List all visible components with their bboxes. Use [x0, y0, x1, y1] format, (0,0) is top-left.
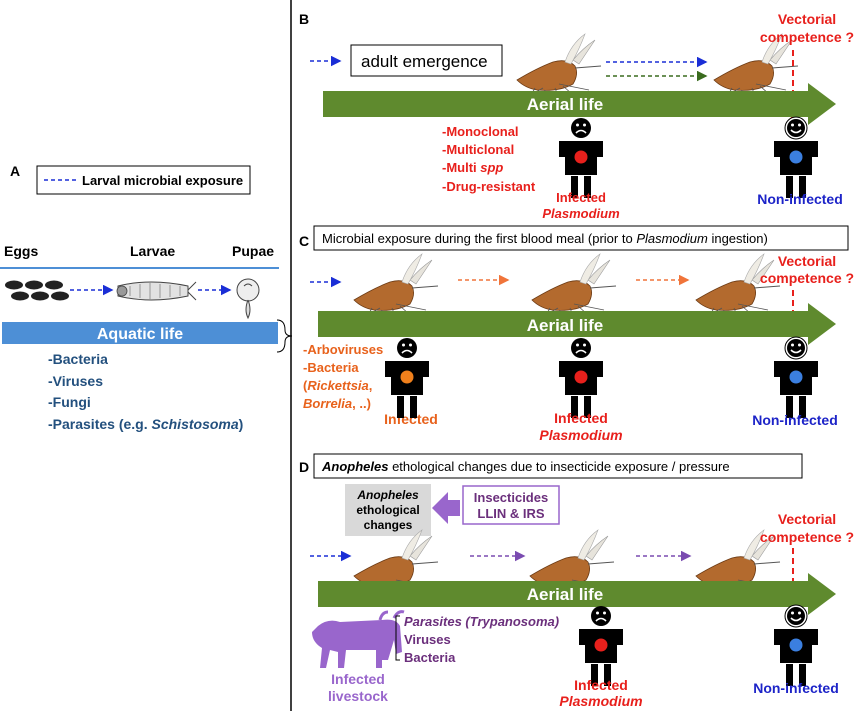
bracket: [395, 615, 400, 661]
brace: [276, 319, 293, 353]
insecticides-line2: LLIN & IRS: [477, 506, 544, 521]
livestock-parasites: Parasites (Trypanosoma): [404, 614, 559, 629]
blue-dot-icon: [789, 638, 803, 652]
insecticide-arrow: [432, 492, 460, 524]
strain-multiclonal: -Multiclonal: [442, 142, 514, 157]
livestock-viruses: Viruses: [404, 632, 451, 647]
eggs-icon: [5, 280, 69, 301]
exposure-bacteria-c: -Bacteria: [303, 360, 359, 375]
ethological-line3: changes: [364, 518, 413, 532]
stage-eggs: Eggs: [4, 243, 38, 259]
blue-dot-icon: [789, 150, 803, 164]
ethological-line2: ethological: [356, 503, 419, 517]
exposure-arboviruses: -Arboviruses: [303, 342, 383, 357]
vectorial-b-2: competence ?: [760, 29, 854, 45]
panel-a-letter: A: [10, 163, 20, 179]
red-dot-icon: [594, 638, 608, 652]
exposure-rickettsia: (Rickettsia,: [303, 378, 372, 393]
strain-monoclonal: -Monoclonal: [442, 124, 519, 139]
infected-label-b: Infected: [556, 190, 606, 205]
insecticides-line1: Insecticides: [474, 490, 548, 505]
noninfected-label-b: Non-infected: [757, 191, 843, 207]
adult-emergence-label: adult emergence: [361, 52, 488, 71]
exposure-fungi: -Fungi: [48, 394, 91, 410]
vectorial-d-1: Vectorial: [778, 511, 836, 527]
red-dot-icon: [574, 370, 588, 384]
exposure-parasites: -Parasites (e.g. Schistosoma): [48, 416, 243, 432]
legend-label: Larval microbial exposure: [82, 173, 243, 188]
aerial-life-label: Aerial life: [527, 316, 604, 335]
stage-pupae: Pupae: [232, 243, 274, 259]
panel-c-title-box: [313, 225, 849, 251]
red-dot-icon: [574, 150, 588, 164]
noninfected-label-c: Non-infected: [752, 412, 838, 428]
panel-b-letter: B: [299, 11, 309, 27]
blue-dot-icon: [789, 370, 803, 384]
vectorial-c-2: competence ?: [760, 270, 854, 286]
infected-label-d: Infected: [574, 677, 628, 693]
orange-dot-icon: [400, 370, 414, 384]
ethological-line1: Anopheles: [356, 488, 419, 502]
plasmodium-label-b: Plasmodium: [542, 206, 620, 221]
livestock-line2: livestock: [328, 688, 388, 704]
infected-label-c2: Infected: [554, 410, 608, 426]
panel-b: B adult emergence Vectorial competence ?…: [299, 11, 854, 221]
strain-drug-resistant: -Drug-resistant: [442, 179, 536, 194]
ethological-box: [345, 484, 431, 536]
aquatic-life-label: Aquatic life: [97, 326, 183, 343]
stage-larvae: Larvae: [130, 243, 175, 259]
noninfected-label-d: Non-infected: [753, 680, 839, 696]
plasmodium-label-d: Plasmodium: [559, 693, 642, 709]
plasmodium-label-c: Plasmodium: [539, 427, 622, 443]
legend-box: [36, 165, 251, 195]
strain-multi-spp: -Multi spp: [442, 160, 503, 175]
exposure-borrelia: Borrelia, ..): [303, 396, 371, 411]
aerial-life-arrow: [318, 573, 836, 615]
vectorial-d-2: competence ?: [760, 529, 854, 545]
vectorial-c-1: Vectorial: [778, 253, 836, 269]
exposure-bacteria: -Bacteria: [48, 351, 108, 367]
exposure-viruses: -Viruses: [48, 373, 103, 389]
panel-d-title: Anopheles ethological changes due to ins…: [321, 459, 730, 474]
aerial-life-arrow: [318, 303, 836, 345]
aquatic-life-bar: [2, 322, 278, 344]
livestock-bacteria: Bacteria: [404, 650, 456, 665]
panel-d-title-box: [313, 453, 803, 479]
panel-c-title: Microbial exposure during the first bloo…: [322, 231, 768, 246]
panel-c-letter: C: [299, 233, 309, 249]
panel-d-letter: D: [299, 459, 309, 475]
larva-icon: [116, 281, 197, 301]
adult-emergence-box: [350, 44, 503, 77]
insecticides-box: [462, 485, 560, 525]
livestock-line1: Infected: [331, 671, 385, 687]
panel-a: A Larval microbial exposure Eggs Larvae …: [0, 163, 279, 432]
panel-c: C Microbial exposure during the first bl…: [299, 225, 854, 443]
aerial-life-arrow: [323, 83, 836, 125]
aerial-life-label: Aerial life: [527, 585, 604, 604]
aerial-life-label: Aerial life: [527, 95, 604, 114]
vectorial-b-1: Vectorial: [778, 11, 836, 27]
pupa-icon: [236, 278, 260, 320]
cow-icon: [312, 610, 405, 668]
panel-d: D Anopheles ethological changes due to i…: [299, 453, 854, 709]
